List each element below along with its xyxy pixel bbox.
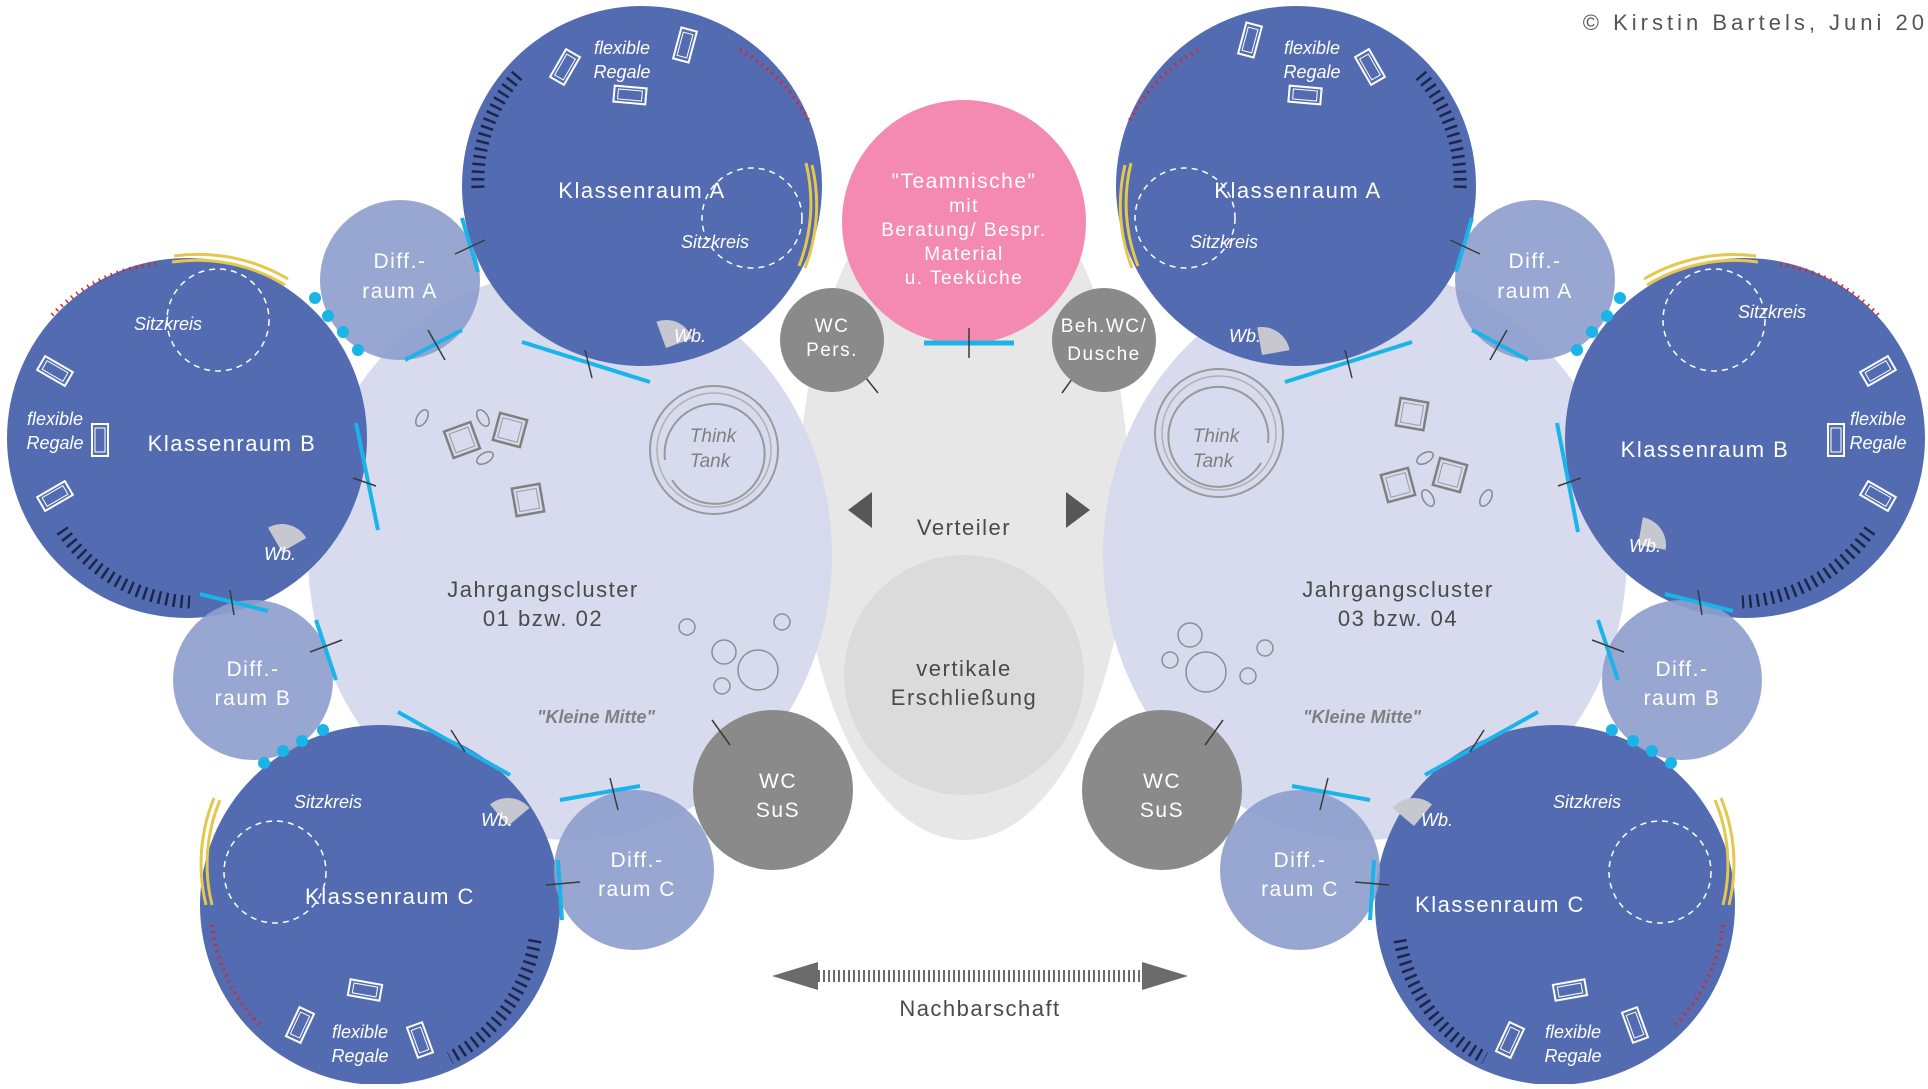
team-niche-line4: Material [924,244,1004,265]
right-classroom-b-wb: Wb. [1629,536,1661,556]
left-diff-room-b-line1: Diff.- [227,658,280,681]
left-classroom-c-regale-1: flexible [332,1022,388,1042]
right-classroom-c-regale-1: flexible [1545,1022,1601,1042]
wc-pers-line2: Pers. [806,340,858,361]
right-diff-room-a-line1: Diff.- [1509,250,1562,273]
beh-wc-shape [1052,288,1156,392]
right-classroom-c-sitzkreis: Sitzkreis [1553,792,1621,812]
left-classroom-b-regale-1: flexible [27,409,83,429]
left-diff-room-c-shape [554,790,714,950]
team-niche-line1: "Teamnische" [892,170,1037,193]
right-wc-sus-shape [1082,710,1242,870]
left-classroom-c-regale-2: Regale [331,1046,388,1066]
right-kleine-mitte: "Kleine Mitte" [1303,707,1422,727]
right-diff-room-b-line1: Diff.- [1656,658,1709,681]
nachbarschaft-double-arrow-icon [772,962,1188,990]
left-classroom-b-wb: Wb. [264,544,296,564]
right-wc-sus-line1: WC [1143,770,1181,793]
beh-wc-line2: Dusche [1067,344,1140,365]
team-niche-shape [842,100,1086,344]
left-kleine-mitte: "Kleine Mitte" [537,707,656,727]
left-think-tank-line1: Think [690,426,738,447]
verteiler-left-arrow-icon [848,492,872,528]
right-classroom-a-sitzkreis: Sitzkreis [1190,232,1258,252]
right-think-tank-line2: Tank [1193,451,1235,472]
right-think-tank-line1: Think [1193,426,1241,447]
right-diff-room-a-shape [1455,200,1615,360]
left-diff-room-c-line1: Diff.- [611,849,664,872]
right-classroom-a-wb: Wb. [1229,326,1261,346]
right-classroom-a-label: Klassenraum A [1214,178,1381,203]
right-diff-room-b-shape [1602,600,1762,760]
left-classroom-b-sitzkreis: Sitzkreis [134,314,202,334]
beh-wc-line1: Beh.WC/ [1061,316,1148,337]
left-cluster-area [308,270,832,840]
left-classroom-a-wb: Wb. [674,326,706,346]
vertical-circulation-line2: Erschließung [891,685,1037,710]
left-doors [199,217,651,921]
team-niche-line3: Beratung/ Bespr. [881,220,1047,241]
left-diff-room-b-line2: raum B [215,687,292,710]
left-classroom-a-sitzkreis: Sitzkreis [681,232,749,252]
right-classroom-a-regale-2: Regale [1283,62,1340,82]
right-diff-room-b-line2: raum B [1644,687,1721,710]
left-cluster-title-1: Jahrgangscluster [447,577,639,602]
right-cluster-area [1103,270,1627,840]
right-classroom-a [1116,6,1476,366]
right-diff-room-a-line2: raum A [1497,280,1573,303]
left-classroom-c-wb: Wb. [481,810,513,830]
left-cluster-title-2: 01 bzw. 02 [483,606,603,631]
verteiler-right-arrow-icon [1066,492,1090,528]
left-classroom-a [462,6,822,366]
right-classroom-c [1375,725,1736,1085]
right-classroom-b-sitzkreis: Sitzkreis [1738,302,1806,322]
right-cluster-title-1: Jahrgangscluster [1302,577,1494,602]
left-classroom-a-regale-1: flexible [594,38,650,58]
left-diff-room-a-line2: raum A [362,280,438,303]
right-classroom-c-regale-2: Regale [1544,1046,1601,1066]
team-niche-line2: mit [949,196,979,217]
left-classroom-c-sitzkreis: Sitzkreis [294,792,362,812]
nachbarschaft-label: Nachbarschaft [899,996,1060,1021]
vertical-circulation-line1: vertikale [916,656,1011,681]
left-think-tank [649,385,779,515]
wc-pers-shape [780,288,884,392]
verteiler-label: Verteiler [917,515,1011,540]
left-wc-sus-line2: SuS [756,799,800,822]
left-diff-room-a-line1: Diff.- [374,250,427,273]
left-classroom-c [199,725,560,1085]
right-classroom-b-regale-1: flexible [1850,409,1906,429]
right-classroom-b-regale-2: Regale [1849,433,1906,453]
left-wc-sus-line1: WC [759,770,797,793]
left-classroom-b-label: Klassenraum B [148,431,317,456]
left-classroom-a-regale-2: Regale [593,62,650,82]
vertical-circulation-shape [844,555,1084,795]
right-classroom-c-label: Klassenraum C [1415,892,1585,917]
right-classroom-a-regale-1: flexible [1284,38,1340,58]
left-wc-sus-shape [693,710,853,870]
right-diff-room-c-line2: raum C [1261,878,1339,901]
copyright-text: © Kirstin Bartels, Juni 20 [1582,10,1928,35]
right-diff-room-c-shape [1220,790,1380,950]
right-classroom-c-wb: Wb. [1421,810,1453,830]
left-diff-room-c-line2: raum C [598,878,676,901]
left-classroom-c-label: Klassenraum C [305,884,475,909]
right-think-tank [1154,368,1284,498]
left-think-tank-line2: Tank [690,451,732,472]
right-cluster-title-2: 03 bzw. 04 [1338,606,1458,631]
right-wc-sus-line2: SuS [1140,799,1184,822]
left-classroom-b-regale-2: Regale [26,433,83,453]
left-classroom-b [7,252,367,618]
left-classroom-a-label: Klassenraum A [558,178,725,203]
left-diff-room-b-shape [173,600,333,760]
right-diff-room-c-line1: Diff.- [1274,849,1327,872]
wc-pers-line1: WC [815,316,850,337]
left-diff-room-a-shape [320,200,480,360]
team-niche-line5: u. Teeküche [905,268,1024,289]
right-classroom-b-label: Klassenraum B [1621,437,1790,462]
right-classroom-b [1565,253,1925,618]
